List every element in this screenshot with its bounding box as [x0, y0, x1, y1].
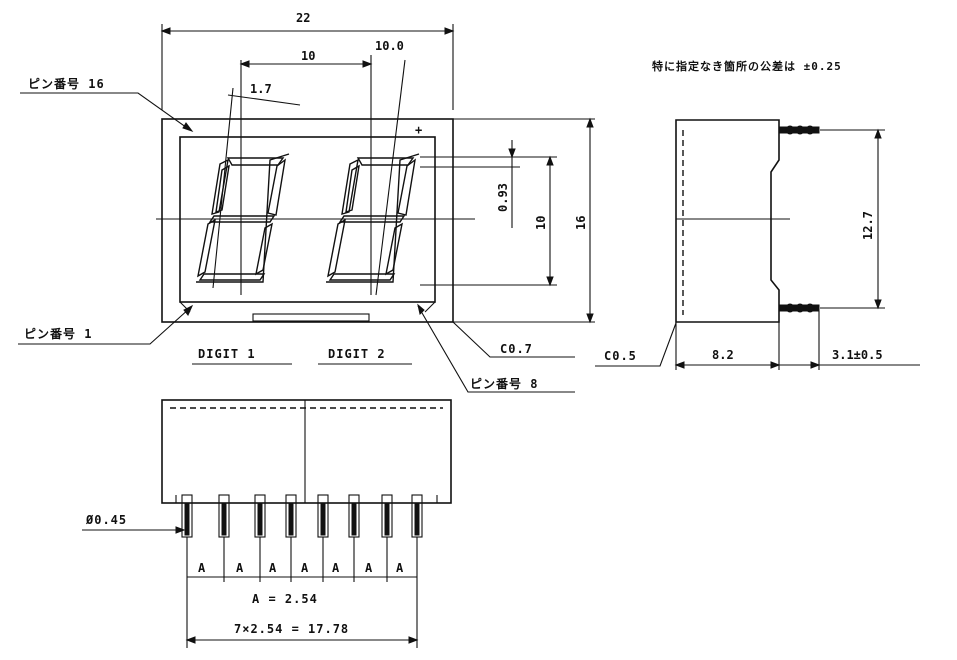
digit-pitch-dimension: 10 [301, 49, 315, 63]
pitch-letter-5: A [332, 561, 340, 575]
side-view-body [675, 119, 780, 323]
pitch-definition: A = 2.54 [252, 592, 318, 606]
chamfer-c07-label: C0.7 [500, 342, 533, 356]
pitch-letter-2: A [236, 561, 244, 575]
plus-mark: + [415, 123, 423, 137]
pitch-letter-1: A [198, 561, 206, 575]
pitch-letter-6: A [365, 561, 373, 575]
side-view: 特に指定なき箇所の公差は ±0.25 12.7 8.2 3.1±0.5 C0.5 [595, 59, 920, 370]
bottom-pins [181, 494, 423, 538]
bottom-slot [252, 313, 370, 322]
slant-dimension: 1.7 [250, 82, 272, 96]
side-height-dimension: 12.7 [861, 211, 875, 240]
tolerance-note: 特に指定なき箇所の公差は ±0.25 [652, 59, 842, 73]
digit-width-dimension: 10.0 [375, 39, 404, 53]
seg-height-dimension: 0.93 [496, 183, 510, 212]
pin8-label: ピン番号 8 [470, 376, 538, 391]
pitch-letter-7: A [396, 561, 404, 575]
pitch-letter-3: A [269, 561, 277, 575]
package-outline [161, 118, 454, 323]
pin-diameter-label: Ø0.45 [85, 513, 127, 527]
digit-height-dimension: 10 [534, 216, 548, 230]
digit-2-segments [326, 153, 420, 283]
height-dimension: 16 [574, 216, 588, 230]
bottom-view: Ø0.45 A A A A A A A A = 2.54 7×2.54 = 17… [82, 399, 452, 648]
digit1-label: DIGIT 1 [198, 347, 256, 361]
pin-length-dimension: 3.1±0.5 [832, 348, 883, 362]
chamfer-c05-label: C0.5 [604, 349, 637, 363]
side-depth-dimension: 8.2 [712, 348, 734, 362]
digit2-label: DIGIT 2 [328, 347, 386, 361]
pin1-label: ピン番号 1 [24, 326, 92, 341]
front-view: 22 10 10.0 1.7 ピン番号 16 + [18, 11, 595, 393]
bottom-view-body [161, 399, 452, 504]
pin16-label: ピン番号 16 [28, 76, 105, 91]
total-span-dimension: 7×2.54 = 17.78 [234, 622, 349, 636]
width-dimension: 22 [296, 11, 310, 25]
pitch-letter-4: A [301, 561, 309, 575]
digit-1-segments [196, 153, 290, 283]
